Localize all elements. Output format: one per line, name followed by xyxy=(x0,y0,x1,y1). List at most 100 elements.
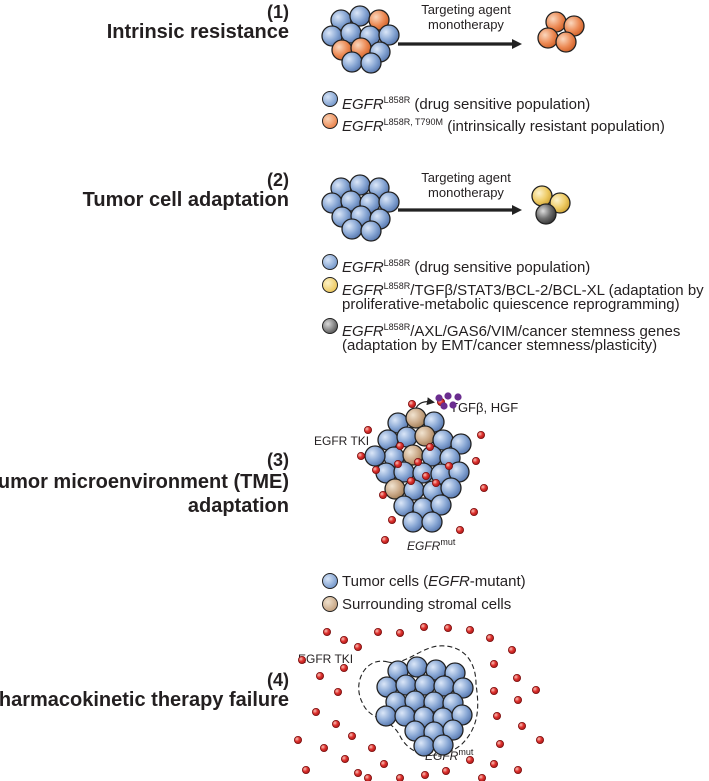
tumor-cell-s1 xyxy=(378,24,400,46)
drug-molecule xyxy=(444,461,453,470)
drug-molecule xyxy=(315,672,324,681)
drug-molecule xyxy=(518,722,527,731)
secreted-factor xyxy=(440,402,448,410)
legend-text: Surrounding stromal cells xyxy=(342,596,512,613)
drug-molecule xyxy=(311,708,320,717)
drug-molecule xyxy=(489,660,498,669)
arrow-label-line2: monotherapy xyxy=(428,17,504,32)
gene-name: EGFR xyxy=(342,282,384,299)
cells-layer xyxy=(293,5,585,781)
arrow-label-line1: Targeting agent xyxy=(421,2,511,17)
section-2-title: Tumor cell adaptation xyxy=(82,189,289,211)
tumor-cell-s3 xyxy=(364,445,386,467)
tumor-cell-s3 xyxy=(450,433,472,455)
drug-molecule xyxy=(443,624,452,633)
drug-molecule xyxy=(293,736,302,745)
drug-molecule xyxy=(513,674,522,683)
secreted-factor xyxy=(449,401,457,409)
gene-name: EGFR xyxy=(428,573,470,590)
section-4-number: (4) xyxy=(267,670,289,690)
drug-molecule xyxy=(507,646,516,655)
tumor-cell-s3 xyxy=(402,511,424,533)
drug-molecule xyxy=(425,442,434,451)
section-2-number: (2) xyxy=(267,170,289,190)
quiescent-cell xyxy=(549,192,571,214)
blue-cell-icon xyxy=(322,573,338,589)
drug-molecule xyxy=(353,643,362,652)
drug-molecule xyxy=(322,628,331,637)
legend-desc-line2: (adaptation by EMT/cancer stemness/plast… xyxy=(342,337,658,354)
drug-molecule xyxy=(495,740,504,749)
mutation-label: L858R xyxy=(383,258,411,268)
section-4-drug-label: EGFR TKI xyxy=(298,652,354,666)
drug-molecule xyxy=(380,536,389,545)
secreted-factor xyxy=(444,392,452,400)
drug-molecule xyxy=(419,623,428,632)
resistant-cell xyxy=(555,31,577,53)
legend-desc: (intrinsically resistant population) xyxy=(443,118,665,135)
section-3-cluster-label: EGFRmut xyxy=(407,537,455,553)
drug-molecule xyxy=(407,399,416,408)
drug-molecule xyxy=(489,687,498,696)
drug-molecule xyxy=(469,507,478,516)
tumor-cell-s3 xyxy=(440,477,462,499)
emt-cell xyxy=(535,203,557,225)
tumor-cell-s2 xyxy=(378,191,400,213)
tumor-cell-s4 xyxy=(406,656,428,678)
drug-molecule xyxy=(471,456,480,465)
legend-desc-line2: proliferative-metabolic quiescence repro… xyxy=(342,296,680,313)
drug-molecule xyxy=(421,471,430,480)
legend-desc: /AXL/GAS6/VIM/cancer stemness genes xyxy=(410,323,681,340)
tumor-cell-s4 xyxy=(375,705,397,727)
blue-cell-icon xyxy=(322,254,338,270)
gene-name: EGFR xyxy=(342,118,384,135)
mutation-label: mut xyxy=(440,537,456,547)
drug-molecule xyxy=(395,629,404,638)
tumor-cell-s4 xyxy=(432,734,454,756)
tumor-cell-s3 xyxy=(430,494,452,516)
gene-name: EGFR xyxy=(342,96,384,113)
tumor-cell-s2 xyxy=(341,218,363,240)
drug-molecule xyxy=(340,755,349,764)
gene-name: EGFR xyxy=(407,539,441,553)
section-1-arrow-label: Targeting agent monotherapy xyxy=(396,2,536,32)
mutation-label: L858R, T790M xyxy=(383,117,444,127)
tumor-cell-s4 xyxy=(442,719,464,741)
legend-desc: (drug sensitive population) xyxy=(410,259,591,276)
drug-molecule xyxy=(387,516,396,525)
mutation-label: L858R xyxy=(383,281,411,291)
tan-cell-icon xyxy=(322,596,338,612)
tumor-cell-s1 xyxy=(368,9,390,31)
section-3-title-line2: adaptation xyxy=(187,495,289,517)
drug-molecule xyxy=(479,483,488,492)
legend-text: -mutant) xyxy=(469,573,526,590)
drug-molecule xyxy=(339,636,348,645)
secreted-factors-label: TGFβ, HGF xyxy=(450,400,519,415)
blue-cell-icon xyxy=(322,91,338,107)
stromal-cell xyxy=(405,407,427,429)
legend-desc: /TGFβ/STAT3/BCL-2/BCL-XL (adaptation by xyxy=(410,282,704,299)
drug-molecule xyxy=(339,664,348,673)
drug-molecule xyxy=(367,744,376,753)
drug-molecule xyxy=(420,771,429,780)
resistant-cell xyxy=(537,27,559,49)
gray-cell-icon xyxy=(322,318,338,334)
drug-molecule xyxy=(406,476,415,485)
section-1-number: (1) xyxy=(267,2,289,22)
drug-molecule xyxy=(485,634,494,643)
drug-molecule xyxy=(492,712,501,721)
drug-molecule xyxy=(536,736,545,745)
arrow-label-line2: monotherapy xyxy=(428,185,504,200)
legend-desc: (drug sensitive population) xyxy=(410,96,591,113)
drug-molecule xyxy=(363,425,372,434)
drug-molecule xyxy=(371,465,380,474)
drug-molecule xyxy=(478,774,486,781)
tumor-cell-s4 xyxy=(413,735,435,757)
drug-molecule xyxy=(379,760,388,769)
secreted-factor xyxy=(454,393,462,401)
drug-molecule xyxy=(489,760,498,769)
drug-molecule xyxy=(532,686,541,695)
tumor-cell-s4 xyxy=(452,677,474,699)
